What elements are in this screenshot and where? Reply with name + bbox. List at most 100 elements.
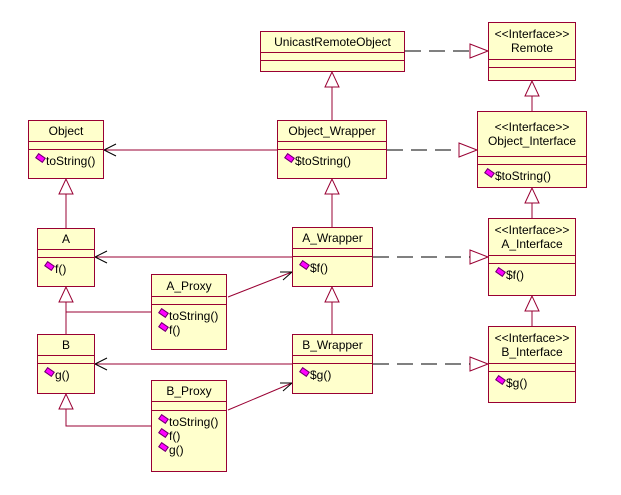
realize-arrowhead	[469, 356, 490, 372]
method-diamond-icon	[299, 259, 310, 271]
realize-arrowhead	[469, 249, 490, 265]
operation-label: toString()	[46, 154, 96, 168]
operation-item: $toString()	[284, 152, 386, 168]
gen-arrowhead	[58, 285, 74, 303]
operation-item: toString()	[35, 152, 103, 168]
operation-item: $g()	[495, 374, 575, 390]
class-box-object[interactable]: Object toString()	[28, 120, 104, 179]
operation-label: toString()	[169, 309, 219, 323]
attributes-compartment	[29, 142, 103, 150]
attributes-compartment	[152, 297, 226, 305]
class-name: Object_Wrapper	[288, 124, 376, 138]
class-box-b-wrapper[interactable]: B_Wrapper $g()	[292, 334, 373, 394]
gen-arrowhead	[324, 70, 340, 88]
gen-arrowhead	[524, 79, 540, 97]
class-name-compartment: B_Wrapper	[293, 335, 372, 356]
class-name-compartment: Object	[29, 121, 103, 142]
method-diamond-icon	[158, 321, 169, 333]
class-box-unicastremoteobject[interactable]: UnicastRemoteObject	[260, 31, 405, 72]
operations-compartment: toString()f()g()	[152, 411, 226, 457]
class-name-compartment: A_Wrapper	[293, 228, 372, 249]
class-name: A_Proxy	[166, 278, 212, 293]
class-name-compartment: <<Interface>>A_Interface	[489, 219, 575, 256]
stereotype-label: <<Interface>>	[494, 120, 570, 134]
attributes-compartment	[38, 356, 94, 364]
open-arrowhead	[102, 143, 117, 157]
class-name: B	[61, 338, 70, 352]
attributes-compartment	[261, 53, 404, 61]
method-diamond-icon	[158, 413, 169, 425]
class-name: Object	[48, 124, 84, 138]
class-name: B_Proxy	[166, 384, 212, 398]
class-name-compartment: UnicastRemoteObject	[261, 32, 404, 53]
class-name: UnicastRemoteObject	[274, 35, 391, 49]
class-box-object-interface[interactable]: <<Interface>>Object_Interface $toString()	[477, 111, 587, 188]
operation-label: g()	[169, 443, 184, 457]
operation-label: f()	[169, 429, 181, 443]
operations-compartment: $g()	[293, 364, 372, 382]
class-name-compartment: A	[38, 229, 94, 250]
stereotype-label: <<Interface>>	[494, 223, 570, 237]
gen-arrowhead	[324, 177, 340, 195]
method-diamond-icon	[35, 152, 46, 164]
class-box-a-interface[interactable]: <<Interface>>A_Interface $f()	[488, 218, 576, 296]
stereotype-label: <<Interface>>	[494, 331, 570, 345]
operation-item: toString()	[158, 307, 226, 323]
method-diamond-icon	[44, 366, 55, 378]
operations-compartment: g()	[38, 364, 94, 382]
operation-item: $g()	[299, 366, 372, 382]
class-box-remote[interactable]: <<Interface>>Remote	[488, 22, 576, 81]
class-name-compartment: B	[38, 335, 94, 356]
class-box-object-wrapper[interactable]: Object_Wrapper $toString()	[277, 120, 387, 179]
open-arrowhead	[93, 357, 108, 371]
class-name: B_Interface	[501, 345, 563, 359]
operation-label: $g()	[506, 376, 528, 390]
class-box-b-interface[interactable]: <<Interface>>B_Interface $g()	[488, 326, 576, 403]
method-diamond-icon	[495, 266, 506, 278]
stereotype-label: <<Interface>>	[494, 27, 570, 41]
operation-item: g()	[158, 441, 226, 457]
method-diamond-icon	[284, 152, 295, 164]
assoc-aproxy-awrapper	[227, 271, 293, 298]
class-name: A_Interface	[501, 237, 563, 251]
gen-arrowhead	[324, 285, 340, 303]
realize-arrowhead	[469, 43, 490, 59]
operation-label: $toString()	[295, 154, 352, 168]
gen-arrowhead	[524, 186, 540, 204]
operations-compartment	[261, 61, 404, 65]
gen-arrowhead	[58, 392, 74, 410]
operation-label: $toString()	[495, 169, 552, 183]
method-diamond-icon	[44, 260, 55, 272]
operation-label: $f()	[310, 261, 328, 275]
method-diamond-icon	[495, 374, 506, 386]
operations-compartment: $g()	[489, 372, 575, 390]
operations-compartment: $f()	[489, 264, 575, 282]
gen-arrowhead	[58, 177, 74, 195]
operations-compartment: f()	[38, 258, 94, 276]
attributes-compartment	[489, 60, 575, 68]
attributes-compartment	[489, 256, 575, 264]
open-arrowhead	[93, 250, 108, 264]
assoc-bproxy-bwrapper	[227, 382, 293, 411]
method-diamond-icon	[158, 307, 169, 319]
class-box-b-proxy[interactable]: B_Proxy toString()f()g()	[151, 380, 227, 472]
operations-compartment: $f()	[293, 257, 372, 275]
class-name-compartment: <<Interface>>Remote	[489, 23, 575, 60]
attributes-compartment	[489, 364, 575, 372]
class-name: A	[61, 232, 70, 246]
method-diamond-icon	[158, 427, 169, 439]
operation-item: toString()	[158, 413, 226, 429]
class-name-compartment: <<Interface>>Object_Interface	[478, 112, 586, 157]
operation-item: $f()	[299, 259, 372, 275]
operations-compartment	[489, 68, 575, 72]
class-name: B_Wrapper	[302, 338, 363, 352]
class-name: Remote	[510, 41, 554, 55]
method-diamond-icon	[299, 366, 310, 378]
class-box-a-wrapper[interactable]: A_Wrapper $f()	[292, 227, 373, 287]
class-name-compartment: B_Proxy	[152, 381, 226, 402]
